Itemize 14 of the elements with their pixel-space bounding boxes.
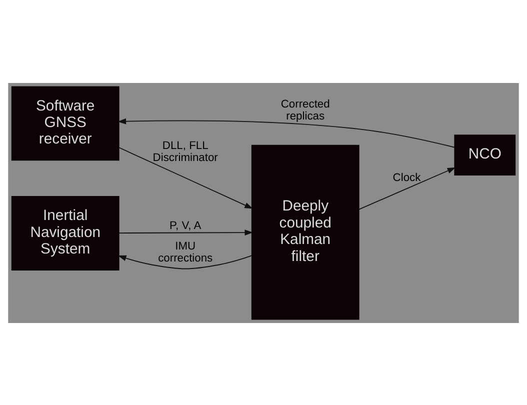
edge-label: P, V, A	[170, 220, 202, 232]
node-box: Inertial Navigation System	[11, 196, 120, 270]
node-box: NCO	[454, 134, 516, 176]
edge-label: Clock	[392, 171, 421, 184]
arrow	[358, 166, 456, 210]
arrow	[118, 229, 254, 235]
arrow	[118, 146, 253, 208]
arrow	[118, 118, 456, 148]
edge-label: IMU corrections	[158, 240, 213, 264]
edge-label: DLL, FLL Discriminator	[152, 140, 218, 164]
edge-label: Corrected replicas	[280, 98, 330, 122]
node-box: Software GNSS receiver	[11, 86, 120, 160]
arrow	[118, 254, 252, 269]
node-box: Deeply coupled Kalman filter	[251, 144, 360, 320]
